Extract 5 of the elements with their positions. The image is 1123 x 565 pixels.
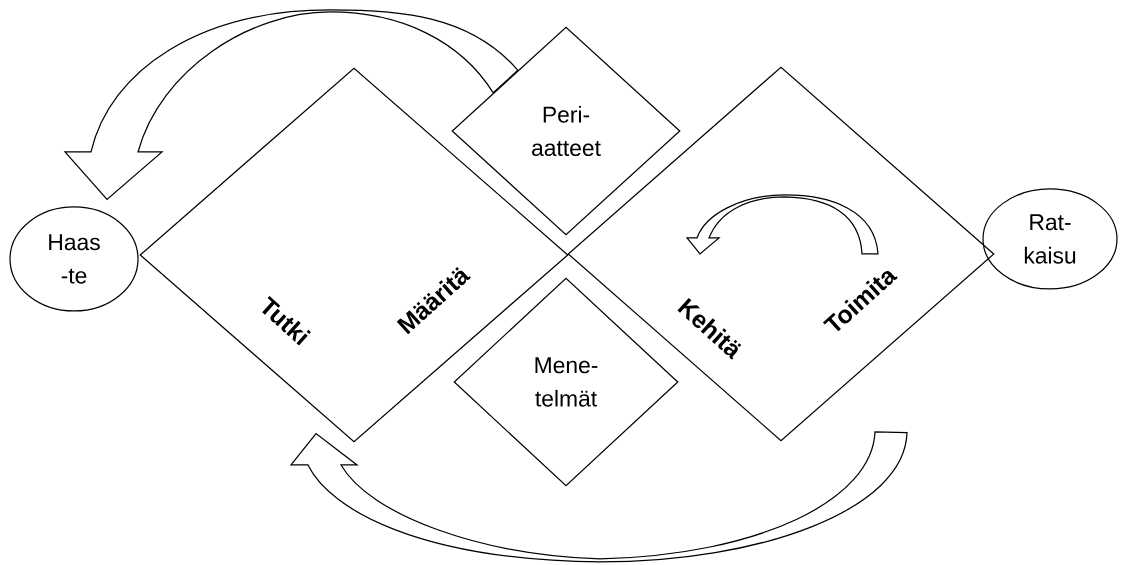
block-arrow	[64, 9, 519, 200]
block-arrow	[290, 431, 908, 563]
ellipse-node: Haas -te	[9, 206, 139, 312]
ellipse-node: Rat- kaisu	[982, 188, 1118, 290]
diamond-box: Peri- aatteet	[451, 26, 681, 236]
